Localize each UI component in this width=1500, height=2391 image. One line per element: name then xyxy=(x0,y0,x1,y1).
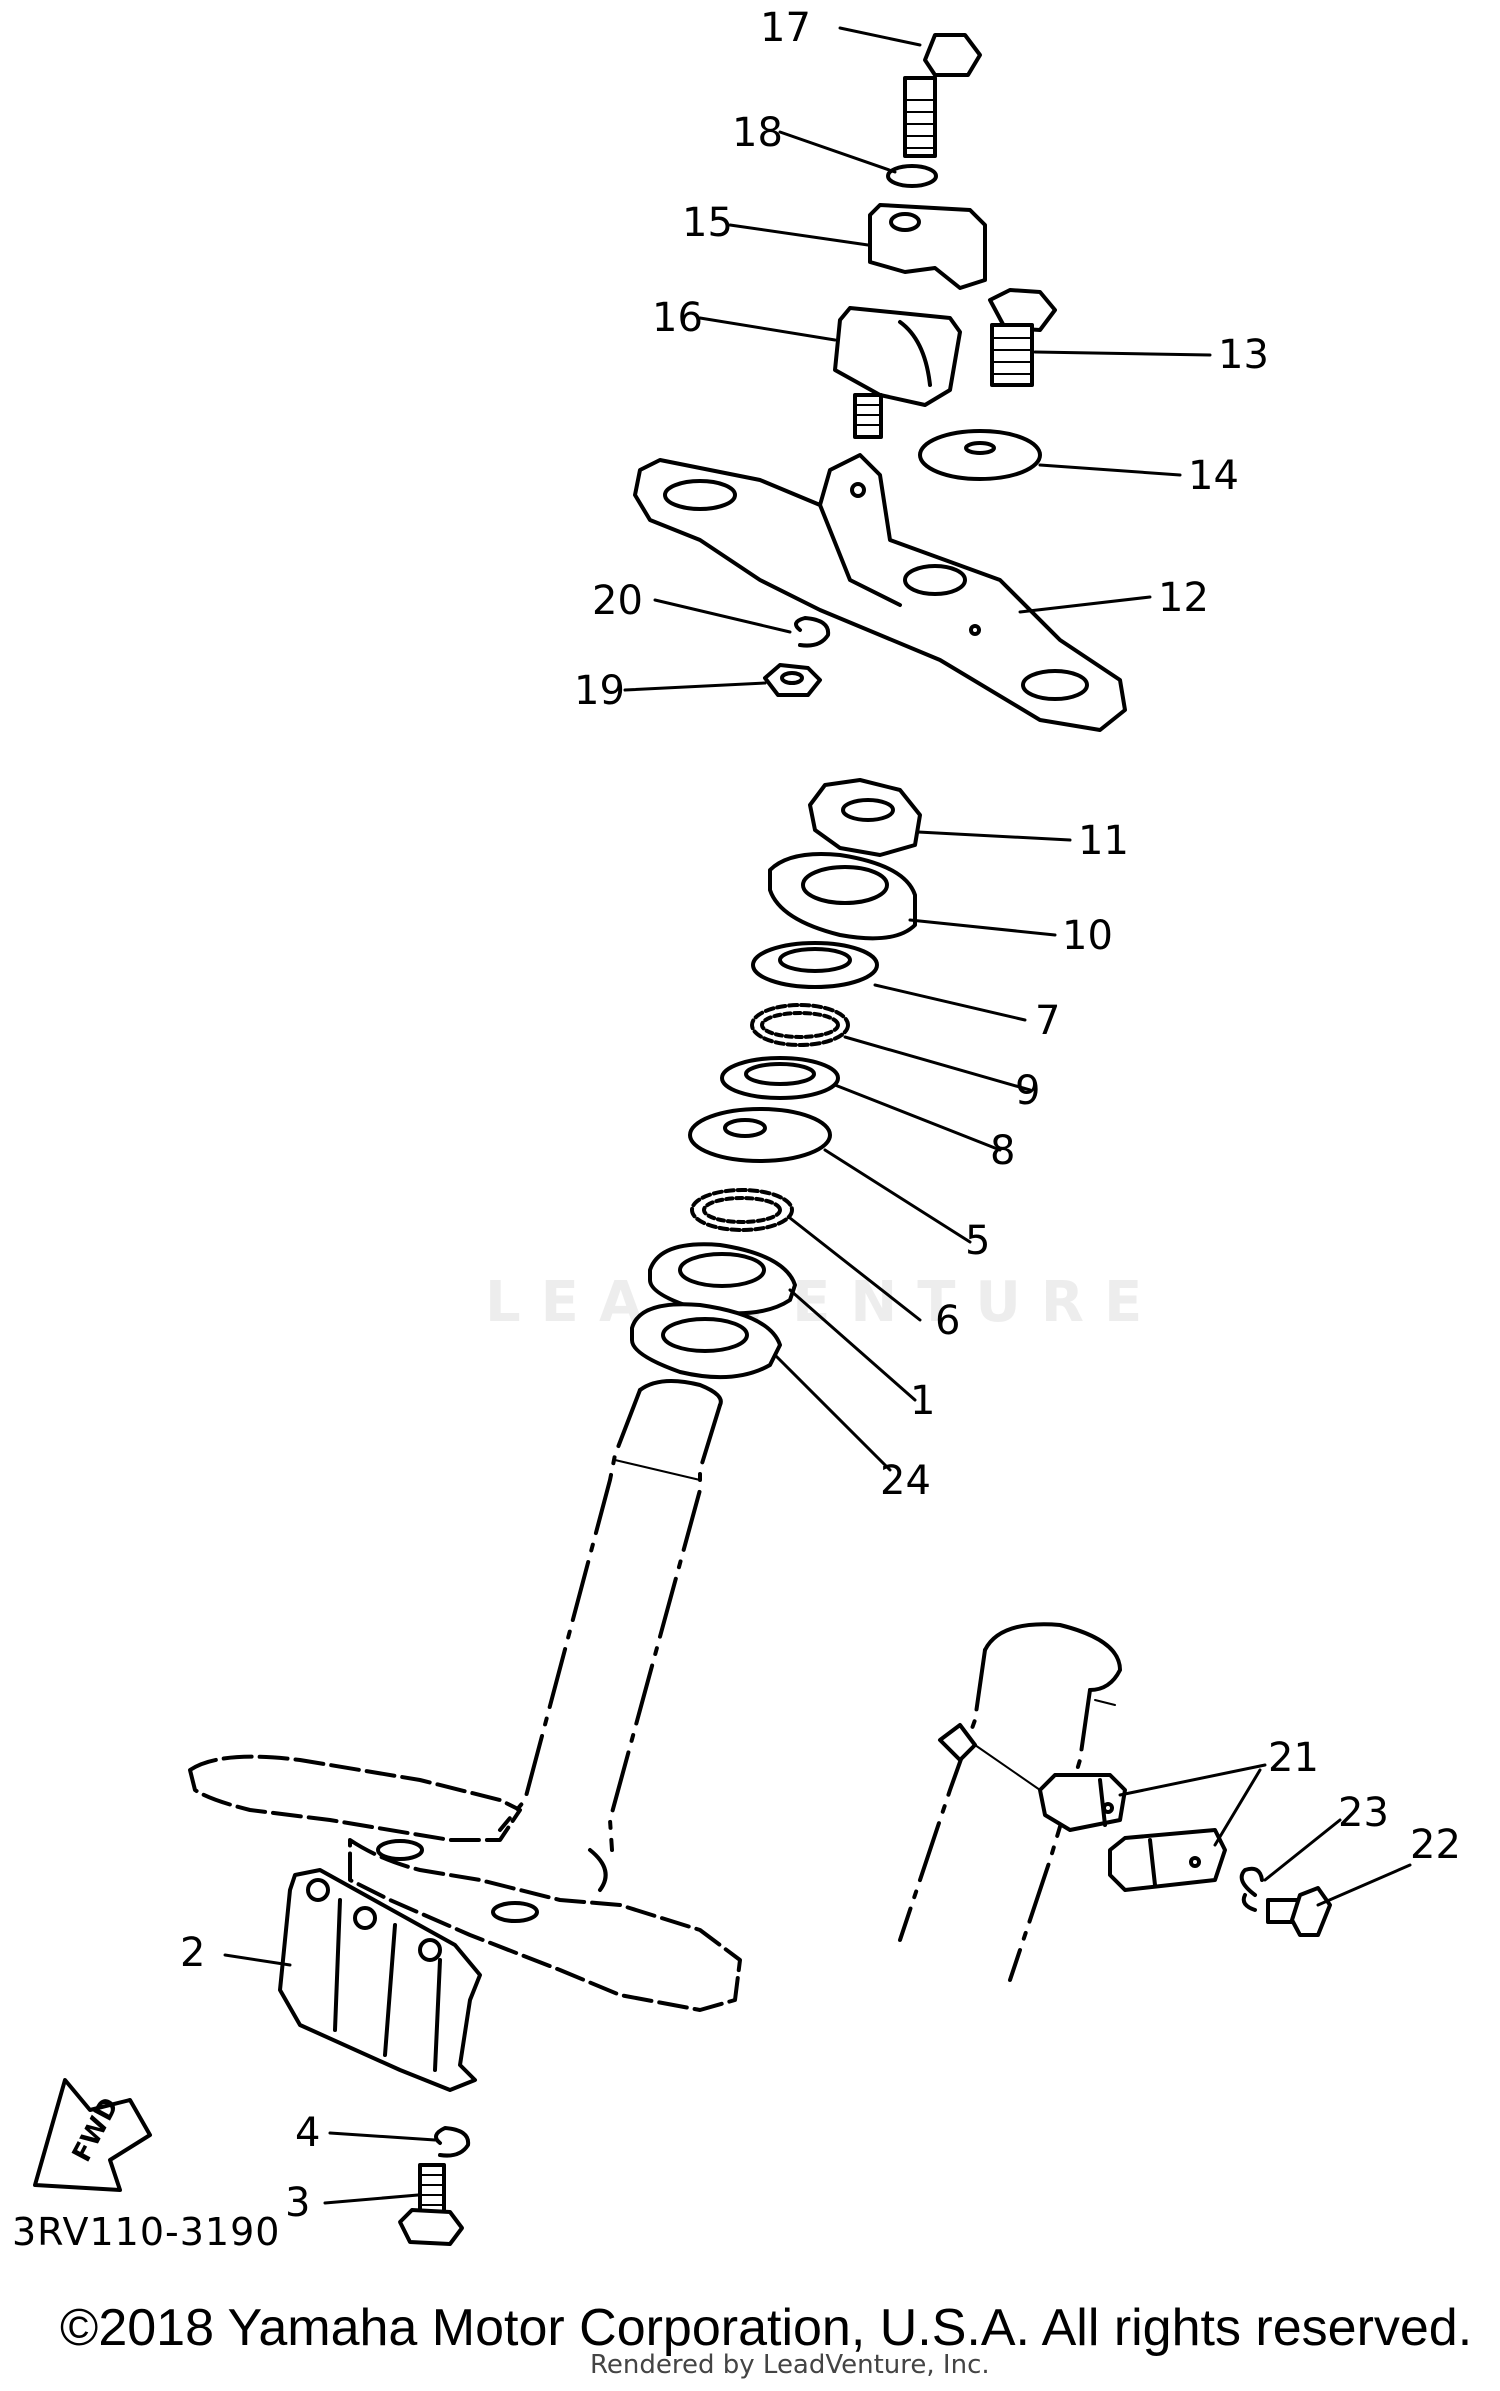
part-23-lock-washer xyxy=(1239,1866,1264,1912)
part-13-bolt xyxy=(988,288,1057,387)
leader-lines xyxy=(223,26,1412,2205)
part-22-bolt xyxy=(1266,1886,1332,1937)
part-20-lock-washer xyxy=(794,616,831,648)
part-7-race xyxy=(751,941,879,989)
callout-21: 21 xyxy=(1268,1735,1319,1781)
watermark: LEADVENTURE xyxy=(485,1270,1163,1335)
callout-22: 22 xyxy=(1410,1822,1461,1868)
callout-2: 2 xyxy=(180,1930,206,1976)
part-19-nut xyxy=(763,663,822,697)
lower-bracket xyxy=(188,1754,742,2012)
part-16-lower-holder xyxy=(833,306,962,439)
rendered-by-credit: Rendered by LeadVenture, Inc. xyxy=(590,2350,990,2380)
part-2-guard-plate xyxy=(278,1868,482,2092)
callout-19: 19 xyxy=(574,668,625,714)
part-6-ball-bearings xyxy=(690,1188,794,1232)
part-18-washer xyxy=(886,164,938,188)
callout-8: 8 xyxy=(990,1128,1016,1174)
callout-6: 6 xyxy=(935,1298,961,1344)
callout-5: 5 xyxy=(965,1218,991,1264)
diagram-code: 3RV110-3190 xyxy=(12,2210,281,2254)
part-5-race xyxy=(688,1107,832,1163)
callout-12: 12 xyxy=(1158,575,1209,621)
callout-3: 3 xyxy=(285,2180,311,2226)
callout-9: 9 xyxy=(1015,1068,1041,1114)
fwd-arrow xyxy=(33,2078,152,2192)
callout-23: 23 xyxy=(1338,1790,1389,1836)
part-15-upper-holder xyxy=(868,203,987,290)
part-24-seal xyxy=(630,1302,782,1380)
part-14-washer xyxy=(918,429,1042,481)
part-21-clamps xyxy=(938,1723,1227,1892)
callout-18: 18 xyxy=(732,110,783,156)
callout-4: 4 xyxy=(295,2110,321,2156)
callout-7: 7 xyxy=(1035,998,1061,1044)
part-12-upper-bracket xyxy=(633,453,1127,732)
part-9-ball-bearings xyxy=(750,1003,850,1047)
callout-10: 10 xyxy=(1062,913,1113,959)
callout-20: 20 xyxy=(592,578,643,624)
part-3-bolt xyxy=(398,2163,464,2246)
callout-17: 17 xyxy=(760,5,811,51)
part-1-race xyxy=(648,1242,797,1316)
copyright-notice: ©2018 Yamaha Motor Corporation, U.S.A. A… xyxy=(60,2299,1473,2357)
part-10-cover xyxy=(768,852,917,941)
callout-11: 11 xyxy=(1078,818,1129,864)
callout-16: 16 xyxy=(652,295,703,341)
part-8-race xyxy=(720,1056,840,1100)
part-17-bolt xyxy=(903,33,982,158)
part-4-lock-washer xyxy=(434,2126,471,2158)
callout-24: 24 xyxy=(880,1458,931,1504)
callout-14: 14 xyxy=(1188,453,1239,499)
part-11-ring-nut xyxy=(808,778,922,857)
callout-15: 15 xyxy=(682,200,733,246)
steering-stem xyxy=(498,1379,723,1852)
callout-1: 1 xyxy=(910,1378,936,1424)
callout-13: 13 xyxy=(1218,332,1269,378)
